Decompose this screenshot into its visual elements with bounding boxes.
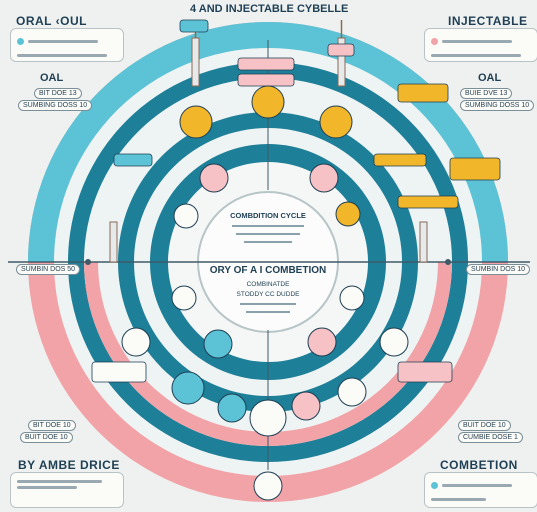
dose-pill: BIT DOE 10	[28, 420, 76, 431]
stage-node[interactable]	[173, 203, 199, 229]
center-main-title: ORY OF A I COMBETION	[210, 265, 326, 276]
side-tag	[397, 361, 453, 383]
oral-legend-card	[10, 28, 124, 62]
stage-node[interactable]	[335, 201, 361, 227]
stage-node[interactable]	[291, 391, 321, 421]
oral-side-label-right: OAL	[478, 72, 502, 84]
stage-node[interactable]	[309, 163, 339, 193]
oral-side-label: OAL	[40, 72, 64, 84]
center-cycle-title: COMBDITION CYCLE	[230, 211, 306, 220]
dose-pill: SUMBIN DOS 10	[466, 264, 531, 275]
stage-node[interactable]	[171, 285, 197, 311]
bottom-left-title: BY AMBE DRICE	[18, 458, 120, 472]
stage-node[interactable]	[339, 285, 365, 311]
side-tag	[397, 195, 459, 209]
axis-dot	[85, 259, 91, 265]
side-tag	[449, 157, 501, 181]
dose-pill: CUMBIE DOSE 1	[458, 432, 523, 443]
center-sub2: STODDY CC DUDDE	[237, 291, 301, 298]
axis-dot	[445, 259, 451, 265]
page-title: 4 AND INJECTABLE CYBELLE	[190, 3, 349, 15]
stage-node[interactable]	[253, 471, 283, 501]
syringe-icon	[337, 20, 346, 87]
stage-node[interactable]	[251, 85, 285, 119]
dose-pill: BUIT DOE 10	[458, 420, 511, 431]
dose-pill: SUMBIN DOS 50	[16, 264, 81, 275]
side-tag	[373, 153, 427, 167]
legend-dot-icon	[431, 38, 438, 46]
top-label-center2	[237, 73, 295, 87]
top-label-center	[237, 57, 295, 71]
stage-node[interactable]	[179, 105, 213, 139]
stage-node[interactable]	[171, 371, 205, 405]
syringe-icon	[419, 221, 428, 263]
side-tag	[91, 361, 147, 383]
syringe-icon	[109, 221, 118, 263]
injectable-title: INJECTABLE	[448, 14, 528, 28]
stage-node[interactable]	[217, 393, 247, 423]
top-label-left	[179, 19, 209, 33]
side-tag	[113, 153, 153, 167]
dose-pill: BIT DOE 13	[34, 88, 82, 99]
dose-pill: BUIT DOE 10	[20, 432, 73, 443]
stage-node[interactable]	[199, 163, 229, 193]
stage-node[interactable]	[121, 327, 151, 357]
stage-node[interactable]	[249, 399, 287, 437]
bottom-right-title: COMBETION	[440, 458, 518, 472]
legend-dot-icon	[431, 482, 438, 490]
dose-pill: BUIE DVE 13	[460, 88, 513, 99]
oral-title: ORAL ‹OUL	[16, 14, 87, 28]
side-tag	[397, 83, 449, 103]
bottom-right-legend-card	[424, 472, 537, 508]
dose-pill: SUMBING DOSS 10	[460, 100, 535, 111]
stage-node[interactable]	[337, 377, 367, 407]
bottom-left-legend-card	[10, 472, 124, 508]
injectable-legend-card	[424, 28, 537, 62]
legend-dot-icon	[17, 38, 24, 46]
dose-pill: SUMBING DOSS 10	[18, 100, 93, 111]
center-sub1: COMBINATDE	[247, 281, 291, 288]
stage-node[interactable]	[307, 327, 337, 357]
stage-node[interactable]	[319, 105, 353, 139]
stage-node[interactable]	[379, 327, 409, 357]
stage-node[interactable]	[203, 329, 233, 359]
top-label-right	[327, 43, 355, 57]
